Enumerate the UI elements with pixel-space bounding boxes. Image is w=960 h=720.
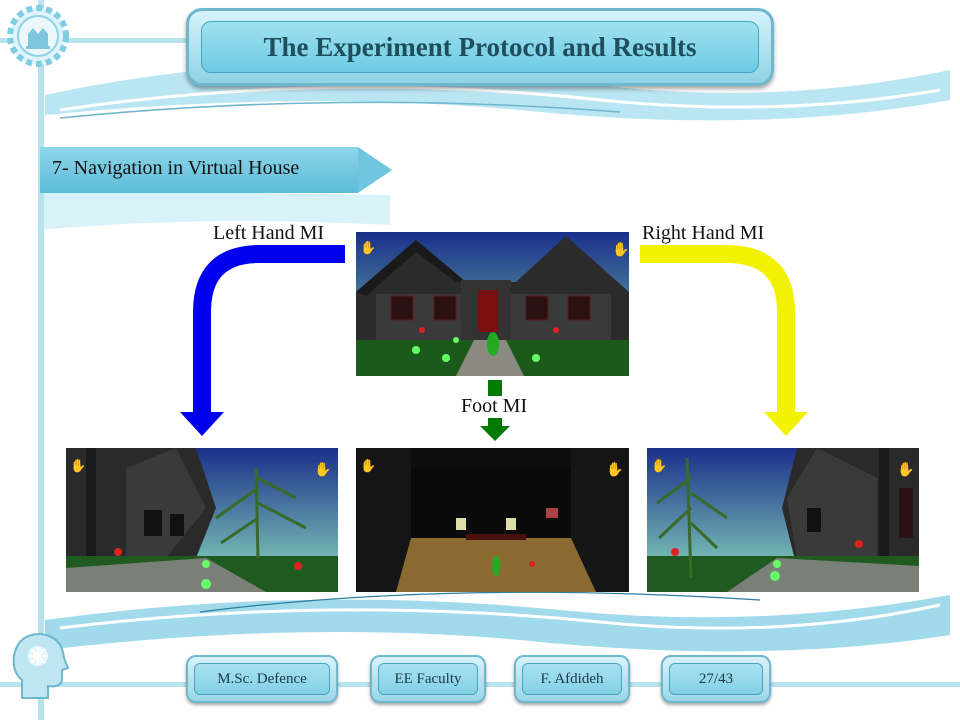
- slide-title: The Experiment Protocol and Results: [263, 31, 697, 62]
- title-box: The Experiment Protocol and Results: [186, 8, 774, 86]
- right-hand-arrow: [640, 245, 808, 436]
- scene-forward-interior: ✋ ✋: [356, 448, 629, 592]
- scene-left-turn: ✋ ✋: [66, 448, 338, 592]
- svg-text:✋: ✋: [606, 461, 623, 478]
- footer-degree-box: M.Sc. Defence: [186, 655, 338, 703]
- title-inner: The Experiment Protocol and Results: [201, 21, 759, 73]
- right-hand-label: Right Hand MI: [642, 222, 765, 244]
- svg-text:✋: ✋: [651, 458, 667, 473]
- section-banner: [40, 147, 358, 193]
- section-banner-arrow: [358, 147, 392, 193]
- footer-author: F. Afdideh: [522, 663, 622, 695]
- scene-house-front: ✋ ✋: [356, 232, 629, 376]
- footer-author-box: F. Afdideh: [514, 655, 630, 703]
- left-hand-arrow: [180, 245, 345, 436]
- page-number: 27/43: [669, 663, 763, 695]
- svg-text:✋: ✋: [360, 240, 376, 255]
- frame-top-line: [0, 38, 200, 43]
- footer-degree: M.Sc. Defence: [194, 663, 330, 695]
- svg-text:✋: ✋: [314, 461, 331, 478]
- foot-label: Foot MI: [461, 395, 528, 417]
- scene-right-turn: ✋ ✋: [647, 448, 919, 592]
- svg-text:✋: ✋: [70, 458, 86, 473]
- left-hand-label: Left Hand MI: [213, 222, 325, 244]
- section-title: 7- Navigation in Virtual House: [52, 157, 300, 179]
- footer-faculty-box: EE Faculty: [370, 655, 486, 703]
- frame-vertical-line: [38, 0, 44, 720]
- footer-faculty: EE Faculty: [378, 663, 478, 695]
- svg-text:✋: ✋: [612, 241, 629, 258]
- svg-text:✋: ✋: [360, 458, 376, 473]
- footer-page-box: 27/43: [661, 655, 771, 703]
- brain-head-icon: [12, 632, 70, 699]
- university-emblem-icon: [7, 5, 69, 67]
- foot-arrow: [480, 380, 510, 441]
- svg-text:✋: ✋: [897, 461, 914, 478]
